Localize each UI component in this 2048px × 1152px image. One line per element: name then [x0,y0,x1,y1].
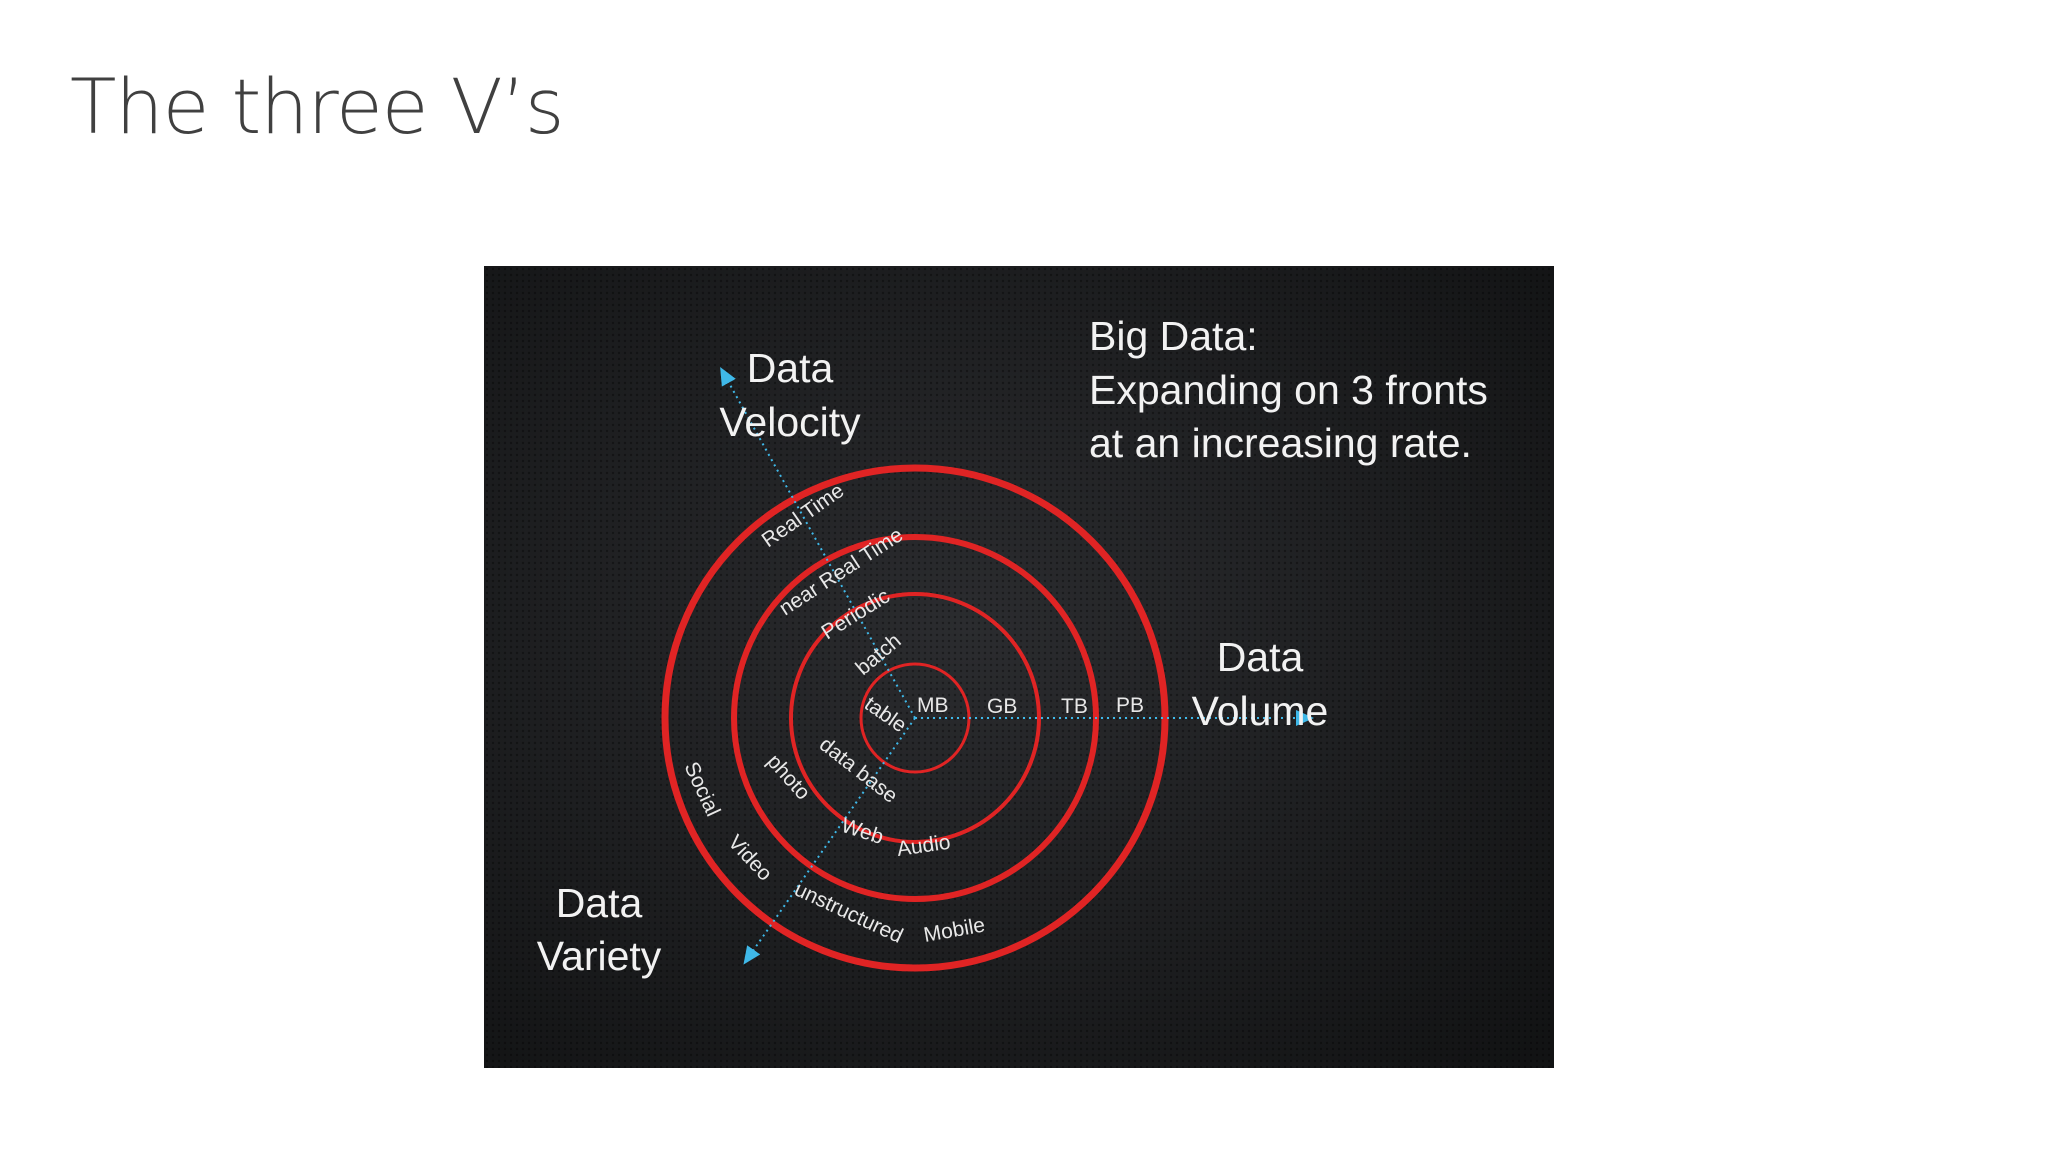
headline-line-1: Big Data: [1089,313,1258,359]
three-vs-diagram: Big Data: Expanding on 3 fronts at an in… [484,266,1554,1068]
volume-level-tb: TB [1061,695,1088,718]
big-data-figure: Big Data: Expanding on 3 fronts at an in… [484,266,1554,1068]
variety-axis [743,717,916,965]
volume-level-mb: MB [917,694,949,717]
velocity-title-line-1: Data [747,345,834,391]
volume-title-line-1: Data [1217,634,1304,680]
figure-texture [484,266,1554,1068]
volume-level-pb: PB [1116,694,1144,717]
variety-title-line-2: Variety [537,933,662,979]
slide-title: The three V’s [70,62,564,151]
volume-title-line-2: Volume [1192,688,1329,734]
variety-title-line-1: Data [556,880,643,926]
ring-second [789,592,1041,844]
velocity-title-line-2: Velocity [719,399,861,445]
headline-line-2: Expanding on 3 fronts [1089,367,1488,413]
ring-outer [661,464,1169,972]
headline-line-3: at an increasing rate. [1089,420,1472,466]
volume-level-gb: GB [987,695,1017,718]
